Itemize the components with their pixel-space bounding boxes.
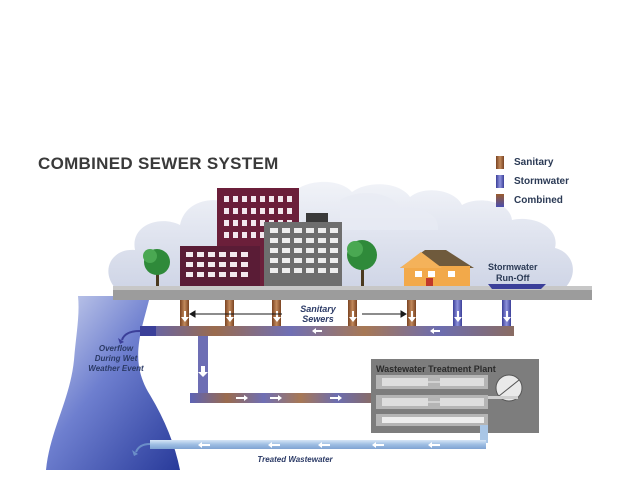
diagram-title: COMBINED SEWER SYSTEM bbox=[38, 154, 279, 173]
gray-building bbox=[264, 213, 342, 288]
legend-label: Stormwater bbox=[514, 176, 570, 187]
combined-main-pipe bbox=[140, 326, 514, 336]
river bbox=[46, 296, 180, 470]
treatment-plant bbox=[371, 359, 539, 443]
treatment-plant-label: Wastewater Treatment Plant bbox=[376, 364, 496, 374]
sanitary-sewers-label: Sanitary Sewers bbox=[288, 304, 348, 324]
sanitary-swatch bbox=[496, 156, 504, 169]
combined-swatch bbox=[496, 194, 504, 207]
overflow-line-1: Overflow bbox=[98, 344, 134, 353]
house bbox=[400, 250, 474, 288]
runoff-line-2: Run-Off bbox=[496, 273, 530, 283]
legend-item-combined: Combined bbox=[496, 192, 569, 209]
overflow-line-2: During Wet bbox=[94, 354, 138, 363]
stormwater-downpipes bbox=[453, 300, 511, 330]
treated-wastewater-label: Treated Wastewater bbox=[257, 455, 333, 464]
ground-slab bbox=[113, 286, 592, 300]
treated-flow-arrows bbox=[198, 442, 440, 448]
overflow-label: Overflow During Wet Weather Event bbox=[76, 344, 156, 374]
legend: Sanitary Stormwater Combined bbox=[496, 154, 569, 211]
overflow-outlet-pipe bbox=[140, 326, 156, 336]
stormwater-swatch bbox=[496, 175, 504, 188]
sanitary-sewers-line-2: Sewers bbox=[302, 314, 334, 324]
treated-wastewater-pipe bbox=[150, 440, 486, 449]
storm-drain-icon bbox=[488, 284, 546, 289]
low-building-left bbox=[180, 246, 260, 288]
sanitary-sewers-bracket bbox=[189, 310, 407, 318]
legend-label: Combined bbox=[514, 195, 563, 206]
runoff-line-1: Stormwater bbox=[488, 262, 538, 272]
flow-arrows bbox=[181, 311, 511, 401]
tree-left bbox=[143, 249, 170, 286]
treated-arrowhead bbox=[132, 450, 138, 456]
treated-outlet-arrow bbox=[135, 443, 151, 453]
tree-right bbox=[347, 240, 377, 286]
overflow-arrowhead bbox=[118, 338, 124, 344]
legend-item-sanitary: Sanitary bbox=[496, 154, 569, 171]
overflow-outlet-arrow bbox=[121, 330, 141, 341]
sanitary-sewers-line-1: Sanitary bbox=[300, 304, 336, 314]
legend-item-stormwater: Stormwater bbox=[496, 173, 569, 190]
stormwater-runoff-label: Stormwater Run-Off bbox=[488, 262, 538, 284]
overflow-line-3: Weather Event bbox=[88, 364, 144, 373]
legend-label: Sanitary bbox=[514, 157, 554, 168]
